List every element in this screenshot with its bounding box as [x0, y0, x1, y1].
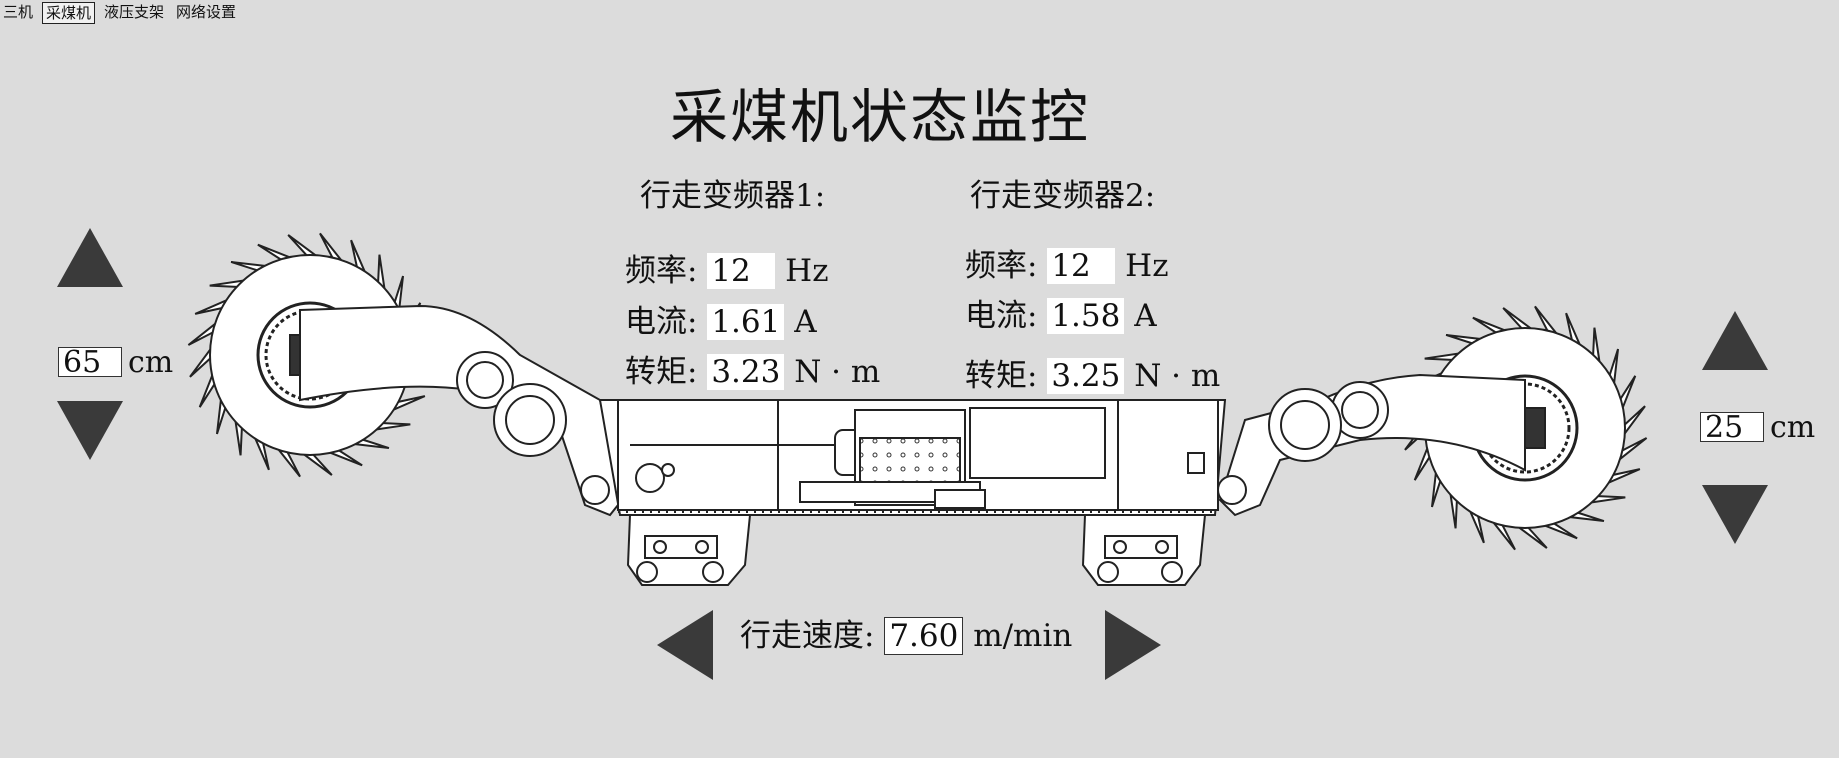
tab-shearer[interactable]: 采煤机	[42, 2, 96, 24]
tab-network-settings[interactable]: 网络设置	[176, 3, 237, 21]
tab-bar: 三机 采煤机 液压支架 网络设置	[0, 2, 239, 24]
inverter1-torque: 转矩: 3.23 N · m	[625, 346, 880, 391]
inverter1-current-value: 1.61	[707, 304, 785, 340]
travel-left-button[interactable]	[655, 608, 715, 682]
inverter2-torque: 转矩: 3.25 N · m	[965, 350, 1220, 395]
inverter2-frequency-unit: Hz	[1125, 248, 1169, 284]
page-title: 采煤机状态监控	[669, 83, 1090, 151]
travel-speed-unit: m/min	[973, 618, 1073, 654]
inverter2-frequency-label: 频率:	[965, 248, 1038, 284]
triangle-right-icon	[1105, 610, 1161, 680]
right-drum-height-value: 25	[1700, 412, 1764, 443]
inverter1-current: 电流: 1.61 A	[625, 296, 817, 341]
travel-speed-value: 7.60	[884, 617, 964, 655]
right-drum-raise-button[interactable]	[1700, 308, 1770, 373]
shearer-body	[598, 399, 1227, 516]
triangle-up-icon	[1702, 311, 1768, 370]
inverter1-torque-label: 转矩:	[625, 354, 698, 390]
inverter1-heading: 行走变频器1:	[640, 178, 826, 214]
inverter2-heading: 行走变频器2:	[970, 178, 1156, 214]
tab-three-machines[interactable]: 三机	[3, 3, 34, 21]
triangle-down-icon	[57, 401, 123, 460]
inverter1-torque-value: 3.23	[707, 354, 785, 390]
right-shoe	[1081, 514, 1207, 586]
inverter1-frequency-label: 频率:	[625, 253, 698, 289]
inverter1-torque-unit: N · m	[794, 354, 881, 390]
inverter1-frequency: 频率: 12 Hz	[625, 245, 829, 290]
travel-right-button[interactable]	[1103, 608, 1163, 682]
left-drum-raise-button[interactable]	[55, 225, 125, 290]
inverter1-current-label: 电流:	[625, 304, 698, 340]
right-drum-lower-button[interactable]	[1700, 482, 1770, 547]
left-ranging-arm	[299, 304, 624, 517]
right-drum-height-unit: cm	[1770, 410, 1816, 445]
inverter2-current-label: 电流:	[965, 298, 1038, 334]
triangle-left-icon	[657, 610, 713, 680]
tab-hydraulic-support[interactable]: 液压支架	[104, 3, 165, 21]
inverter1-frequency-value: 12	[707, 253, 776, 289]
inverter2-frequency: 频率: 12 Hz	[965, 240, 1169, 285]
inverter2-current-value: 1.58	[1047, 298, 1125, 334]
triangle-up-icon	[57, 228, 123, 287]
inverter2-frequency-value: 12	[1047, 248, 1116, 284]
left-drum-lower-button[interactable]	[55, 398, 125, 463]
travel-speed: 行走速度: 7.60 m/min	[740, 610, 1072, 655]
inverter2-torque-unit: N · m	[1134, 358, 1221, 394]
left-drum-height-value: 65	[58, 347, 122, 378]
left-drum-height-unit: cm	[128, 345, 174, 380]
inverter2-torque-label: 转矩:	[965, 358, 1038, 394]
left-shoe	[626, 514, 752, 586]
travel-speed-label: 行走速度:	[740, 618, 875, 654]
inverter1-frequency-unit: Hz	[785, 253, 829, 289]
triangle-down-icon	[1702, 485, 1768, 544]
inverter2-current: 电流: 1.58 A	[965, 290, 1157, 335]
inverter2-torque-value: 3.25	[1047, 358, 1125, 394]
inverter1-current-unit: A	[794, 304, 817, 340]
inverter2-current-unit: A	[1134, 298, 1157, 334]
